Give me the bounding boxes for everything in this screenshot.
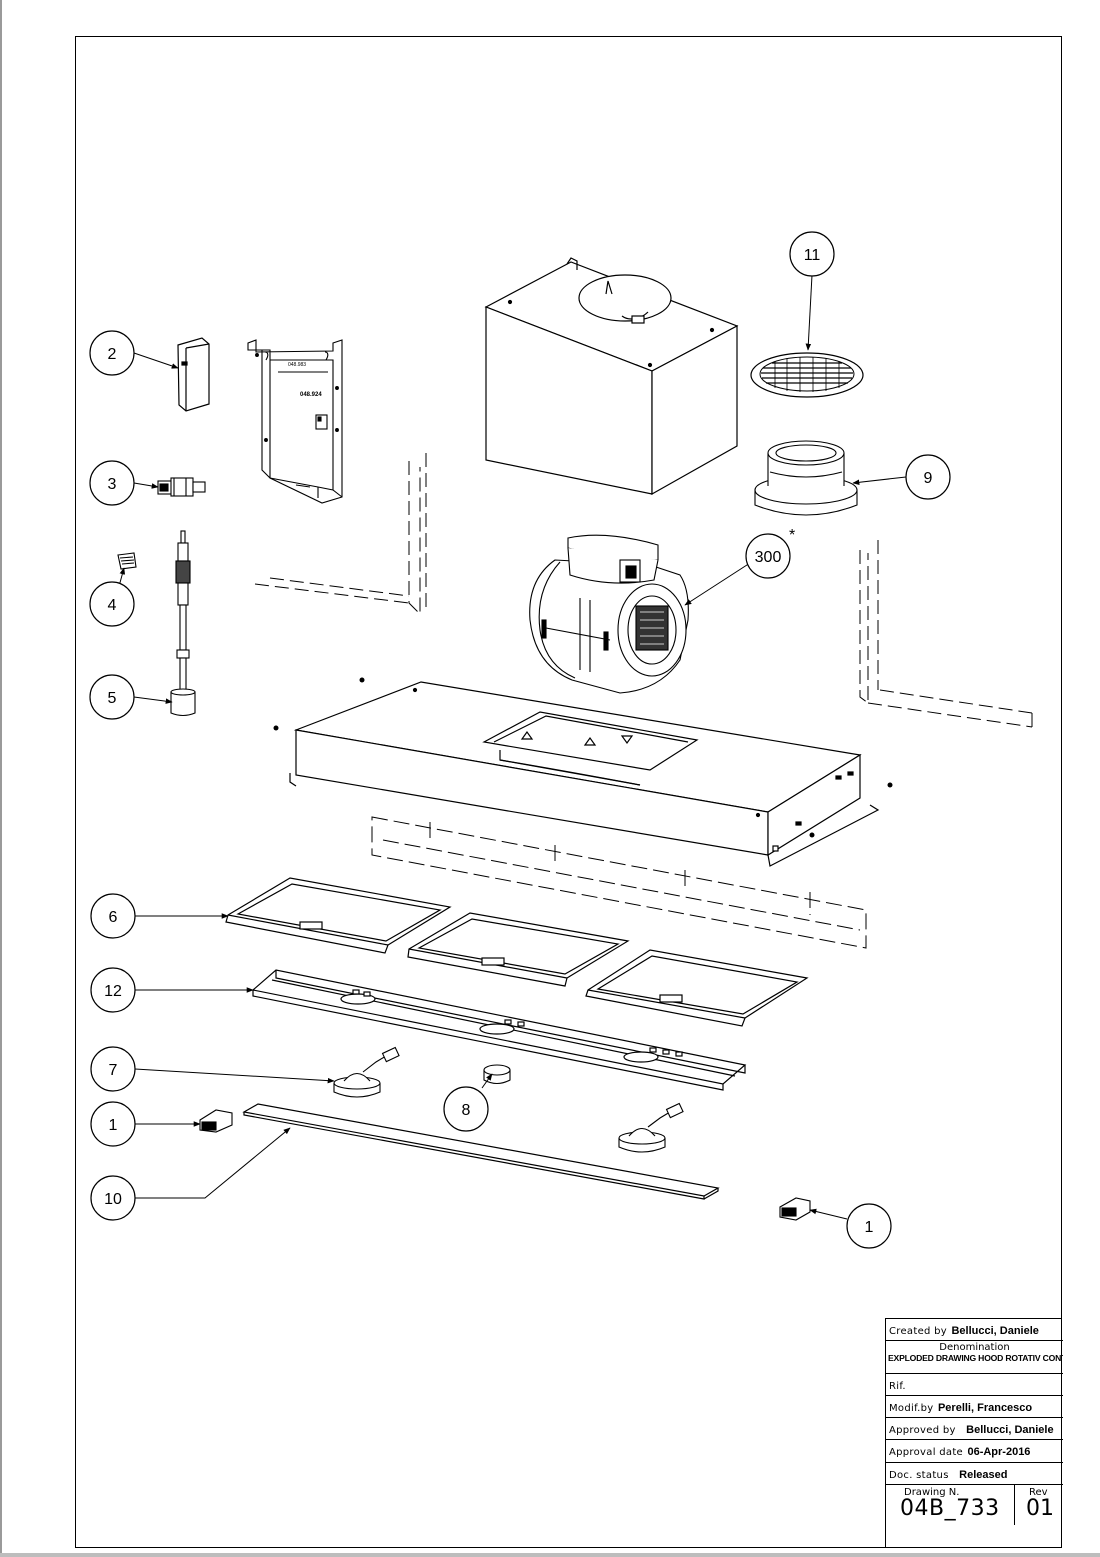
screw-2 (273, 725, 279, 731)
approval-date-value: 06-Apr-2016 (967, 1446, 1031, 1458)
approval-date-key: Approval date (889, 1447, 963, 1458)
chimney-bracket-right (859, 540, 1033, 728)
doc-status-key: Doc. status (889, 1470, 949, 1481)
rev-key: Rev (1029, 1487, 1048, 1498)
created-by-key: Created by (889, 1326, 948, 1337)
doc-status-row: Doc. status Released (886, 1463, 1063, 1485)
balloon-label-1-right: 1 (865, 1219, 874, 1236)
drawing-number-row: Drawing N. 04B_733 Rev 01 (886, 1485, 1063, 1525)
part-1-clips (199, 1109, 811, 1221)
doc-status-value: Released (959, 1469, 1008, 1481)
rif-key: Rif. (889, 1381, 906, 1392)
balloon-label-2: 2 (108, 346, 117, 363)
title-block: Created by Bellucci, Daniele Denominatio… (885, 1318, 1063, 1548)
part-300-blower (529, 534, 689, 694)
balloon-labels: 2 3 4 5 11 9 300 6 12 7 8 1 10 1 (104, 247, 932, 1236)
balloon-label-10: 10 (104, 1191, 122, 1208)
part-6-filters (225, 877, 809, 1027)
modif-value: Perelli, Francesco (937, 1402, 1033, 1414)
balloon-label-300: 300 (755, 549, 782, 566)
screw-4 (809, 832, 815, 838)
part-11-grille (750, 352, 864, 398)
screw-1 (359, 677, 365, 683)
page-bottom-edge (0, 1553, 1100, 1557)
part-10-strip (242, 1103, 720, 1200)
approved-value: Bellucci, Daniele (966, 1424, 1054, 1436)
part-3-switch (157, 477, 206, 497)
part-9-collar (754, 440, 858, 516)
rev-separator (1014, 1485, 1015, 1525)
rif-row: Rif. (886, 1374, 1063, 1396)
created-by-row: Created by Bellucci, Daniele (886, 1319, 1063, 1341)
balloon-label-3: 3 (108, 476, 117, 493)
part-5-shaft (170, 530, 196, 717)
part-8-lens (483, 1064, 511, 1085)
modif-key: Modif.by (889, 1403, 934, 1414)
bracket-label-b: 048.924 (300, 392, 322, 398)
screw-3 (887, 782, 893, 788)
balloon-label-9: 9 (924, 470, 933, 487)
balloon-label-4: 4 (108, 597, 117, 614)
drawing-number-key: Drawing N. (904, 1487, 960, 1498)
modif-row: Modif.by Perelli, Francesco (886, 1396, 1063, 1418)
drawing-number-value: 04B_733 (900, 1496, 1000, 1521)
denomination-value: EXPLODED DRAWING HOOD ROTATIV CONTROL (888, 1353, 1063, 1363)
part-2-cover (177, 337, 210, 412)
created-by-value: Bellucci, Daniele (951, 1325, 1039, 1337)
approved-key: Approved by (889, 1425, 956, 1436)
balloon-label-8: 8 (462, 1102, 471, 1119)
balloon-label-11: 11 (804, 247, 821, 264)
dashed-lower-bracket (371, 816, 867, 949)
balloon-label-6: 6 (109, 909, 118, 926)
star-mark: * (789, 527, 795, 544)
part-hood-body (289, 681, 880, 867)
rev-value: 01 (1026, 1496, 1054, 1521)
part-top-box (484, 257, 739, 496)
approval-date-row: Approval date 06-Apr-2016 (886, 1440, 1063, 1463)
part-12-rail (251, 969, 747, 1091)
part-4-clip (117, 552, 137, 570)
balloon-label-5: 5 (108, 690, 117, 707)
leader-lines (117, 274, 907, 1220)
chimney-bracket-left (254, 453, 427, 616)
denomination-key: Denomination (939, 1342, 1010, 1353)
page-left-edge (0, 0, 2, 1557)
balloon-label-7: 7 (109, 1062, 118, 1079)
drawing-border (75, 36, 1062, 1548)
bracket-label-a: 048.983 (288, 362, 306, 368)
denomination-row: Denomination EXPLODED DRAWING HOOD ROTAT… (886, 1341, 1063, 1374)
part-electrical-bracket (247, 339, 343, 504)
balloon-label-12: 12 (104, 983, 122, 1000)
balloons (89, 231, 951, 1249)
balloon-label-1-left: 1 (109, 1117, 118, 1134)
approved-row: Approved by Bellucci, Daniele (886, 1418, 1063, 1440)
